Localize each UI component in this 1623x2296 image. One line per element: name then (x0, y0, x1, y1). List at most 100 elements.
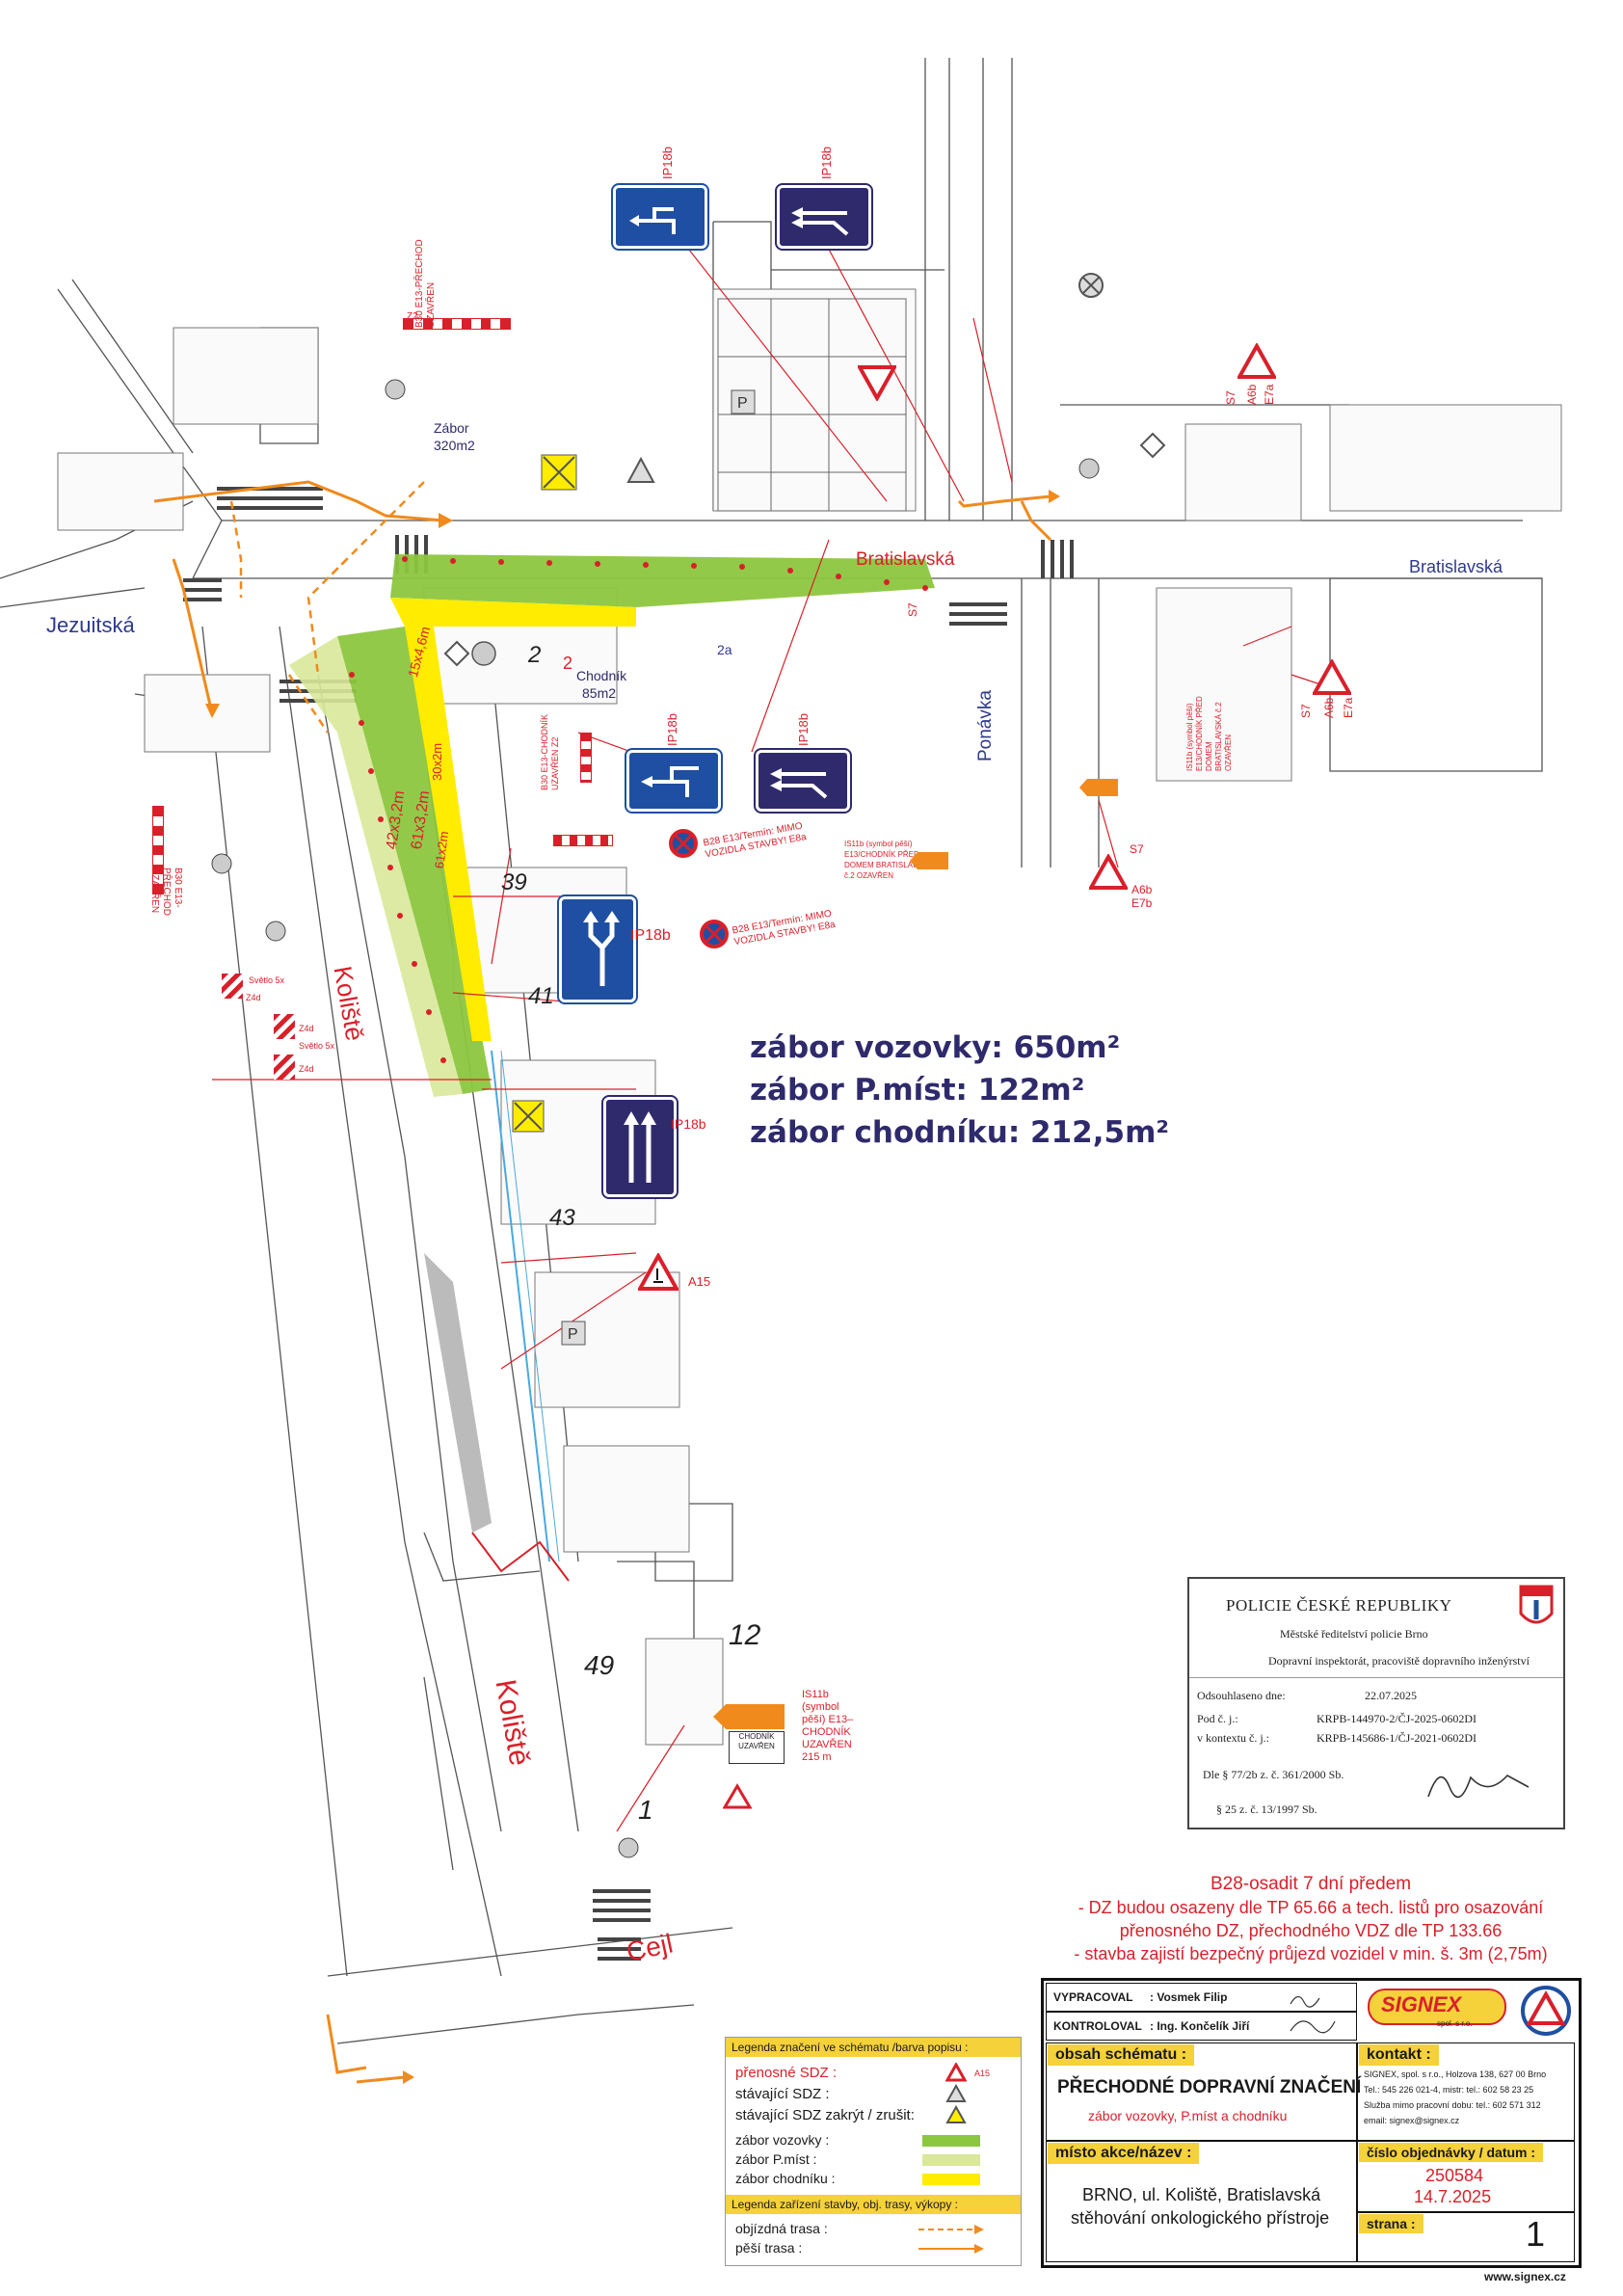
street-lines (0, 58, 1543, 2044)
legend-chodniku: zábor chodníku : (735, 2171, 836, 2186)
is11b-sign (1079, 779, 1118, 796)
ip18b-tag: IP18b (796, 713, 811, 746)
cislo-label: číslo objednávky / datum : (1359, 2143, 1544, 2162)
pedestrian-routes (153, 480, 1052, 2084)
traffic-light-icon (211, 853, 232, 874)
ip18b-tag: IP18b (671, 1116, 706, 1132)
plate-text: CHODNÍK UZAVŘEN (738, 1732, 775, 1750)
obsah-label: obsah schématu : (1048, 2044, 1195, 2066)
misto-line2: stěhování onkologického přístroje (1071, 2208, 1330, 2228)
police-divider (1189, 1677, 1563, 1678)
note-line: - stavba zajistí bezpečný průjezd vozide… (1074, 1944, 1548, 1963)
closure-barrier (403, 318, 511, 330)
a6b-tag: A6b (1322, 697, 1336, 718)
tb-obsah-cell (1046, 2042, 1357, 2141)
building-number: 12 (729, 1619, 761, 1651)
swatch-vozovky (922, 2135, 980, 2147)
company-emblem-icon (1521, 1986, 1571, 2036)
ip18b-tag: IP18b (660, 147, 675, 179)
pedestrian-line-icon (918, 2244, 984, 2254)
a6b-tag: A6b (1131, 883, 1153, 896)
swatch-chodniku (922, 2174, 980, 2185)
note-line: přenosného DZ, přechodného VDZ dle TP 13… (1119, 1921, 1503, 1940)
is11b-sign (910, 852, 948, 869)
give-way-icon (1313, 659, 1351, 695)
signature (1427, 1774, 1530, 1799)
building-number: 2 (528, 642, 542, 668)
tb-misto-cell (1046, 2141, 1357, 2262)
zabor-vozovky-koliste (337, 627, 492, 1094)
law2: § 25 z. č. 13/1997 Sb. (1216, 1802, 1317, 1816)
tb-vypracoval-cell (1046, 1983, 1357, 2012)
police-emblem-icon (1519, 1585, 1554, 1633)
roundabout-icon (471, 641, 496, 666)
note-line: B28-osadit 7 dní předem (1210, 1874, 1412, 1894)
portable-sign-icon (945, 2063, 967, 2082)
misto-line1: BRNO, ul. Koliště, Bratislavská (1082, 2185, 1321, 2204)
summary-vozovky: zábor vozovky: 650m² (750, 1030, 1121, 1065)
lane-arrow-icon (624, 1111, 656, 1183)
barrier-dots (349, 556, 928, 1063)
route-arrows (205, 490, 1060, 2084)
logo-sub: spol. s r.o. (1437, 2019, 1473, 2028)
tb-kontakt-cell (1357, 2042, 1575, 2141)
a15-tag: A15 (688, 1274, 711, 1289)
zigzag (471, 1532, 570, 1582)
a15-warning-icon (638, 1253, 678, 1291)
s7-tag: S7 (906, 602, 919, 617)
street-name-ponavka: Ponávka (975, 690, 996, 761)
order-date: 14.7.2025 (1414, 2187, 1492, 2206)
s7-tag: S7 (1299, 704, 1313, 718)
law1: Dle § 77/2b z. č. 361/2000 Sb. (1203, 1768, 1344, 1781)
logo-text: SIGNEX (1381, 1992, 1462, 2016)
police-title: POLICIE ČESKÉ REPUBLIKY (1226, 1596, 1452, 1615)
e7b-tag: E7b (1131, 896, 1153, 910)
cover-sign-icon (945, 2105, 967, 2123)
ip18b-tag: IP18b (819, 147, 834, 179)
lane-arrow-icon (791, 207, 849, 236)
swatch-pmist (922, 2154, 980, 2166)
street-name-bratislavska: Bratislavská (1409, 557, 1503, 576)
closure-barrier (553, 835, 613, 846)
parking-bays (717, 298, 907, 512)
legend-stavajici: stávající SDZ : (735, 2086, 830, 2102)
s7-tag: S7 (1130, 842, 1144, 856)
parking-sign-icon: P (731, 389, 756, 414)
svg-text:P: P (737, 395, 748, 412)
traffic-light-icon (385, 379, 406, 400)
legend-vozovky: zábor vozovky : (735, 2132, 830, 2148)
misto-label: místo akce/název : (1048, 2143, 1200, 2164)
chodnik-uzavren-plate: CHODNÍK UZAVŘEN (729, 1731, 785, 1764)
cross-out-sign-icon (541, 454, 577, 491)
obsah-title: PŘECHODNÉ DOPRAVNÍ ZNAČENÍ (1057, 2077, 1362, 2097)
b30-note-left: B30 E13-PŘECHOD UZAVŘEN (149, 868, 183, 917)
detour-line-icon (918, 2225, 984, 2234)
zabor-chodniku-bratislavska (390, 598, 636, 627)
signature-small (1290, 1995, 1336, 2034)
building-number: 2 (563, 654, 573, 673)
kerb-line (491, 1050, 550, 1562)
legend-objizdna: objízdná trasa : (735, 2221, 828, 2236)
ip18b-sign-middle-left (625, 748, 723, 814)
dimension-label: 30x2m (430, 742, 444, 781)
legend-header-1: Legenda značení ve schématu /barva popis… (726, 2038, 1021, 2057)
kontakt-line: SIGNEX, spol. s r.o., Holzova 138, 627 0… (1364, 2069, 1547, 2079)
closure-barrier (274, 1055, 295, 1080)
b30-chodnik-note: B30 E13-CHODNÍK UZAVŘEN Z2 (540, 713, 560, 790)
ip18b-sign-middle-right (754, 748, 852, 814)
street-name-bratislavska-red: Bratislavská (856, 549, 955, 570)
lane-arrow-icon (641, 766, 699, 797)
ip18b-sign-top-left (611, 183, 709, 251)
building-number: 41 (528, 983, 554, 1009)
detour-routes (229, 481, 425, 734)
cancel-sign-icon (1078, 273, 1104, 298)
chodnik-label: Chodník (576, 668, 627, 683)
tb-strana-cell (1357, 2212, 1575, 2262)
give-way-icon (1089, 854, 1128, 890)
logo-badge (1368, 1989, 1506, 2025)
building-number: 43 (549, 1205, 575, 1231)
svetlo-tag: Světlo 5x (249, 975, 285, 985)
approved-date: 22.07.2025 (1365, 1689, 1417, 1702)
chodnik-area: 85m2 (582, 685, 617, 701)
e7a-tag: E7a (1263, 384, 1276, 405)
